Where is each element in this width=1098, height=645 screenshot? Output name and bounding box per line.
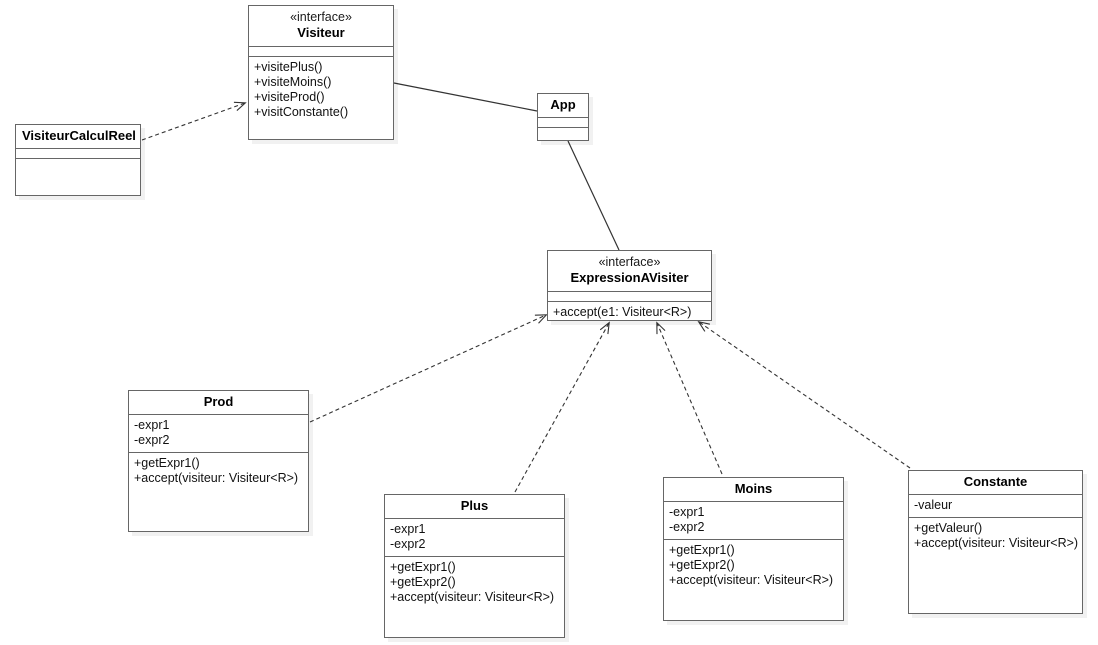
class-attributes-prod: -expr1 -expr2: [129, 414, 308, 452]
class-attributes-moins: -expr1 -expr2: [664, 501, 843, 539]
class-header-constante: Constante: [909, 471, 1082, 494]
attribute-row: -expr1: [134, 418, 170, 432]
operation-row: +visiteMoins(): [254, 75, 332, 89]
class-operations-constante: +getValeur() +accept(visiteur: Visiteur<…: [909, 517, 1082, 613]
class-stereotype: «interface»: [290, 10, 352, 24]
class-name: Constante: [963, 474, 1028, 489]
attribute-row: -expr2: [134, 433, 170, 447]
class-header-expressionavisiter: «interface» ExpressionAVisiter: [548, 251, 711, 291]
operation-row: +accept(e1: Visiteur<R>): [553, 305, 692, 319]
class-attributes-expressionavisiter: [548, 291, 711, 301]
operation-row: +getValeur(): [914, 521, 983, 535]
class-attributes-constante: -valeur: [909, 494, 1082, 517]
class-attributes-plus: -expr1 -expr2: [385, 518, 564, 556]
class-name: VisiteurCalculReel: [22, 128, 136, 143]
attribute-row: -valeur: [914, 498, 953, 512]
operation-row: +accept(visiteur: Visiteur<R>): [390, 590, 555, 604]
class-operations-expressionavisiter: +accept(e1: Visiteur<R>): [548, 301, 711, 324]
class-name: Visiteur: [297, 25, 345, 40]
class-header-visiteurcalculreel: VisiteurCalculReel: [16, 125, 140, 148]
class-name: ExpressionAVisiter: [570, 270, 689, 285]
class-box-visiteur[interactable]: «interface» Visiteur +visitePlus() +visi…: [248, 5, 394, 140]
class-name: Moins: [734, 481, 773, 496]
class-name: Plus: [460, 498, 489, 513]
class-header-moins: Moins: [664, 478, 843, 501]
class-header-app: App: [538, 94, 588, 117]
class-operations-visiteur: +visitePlus() +visiteMoins() +visiteProd…: [249, 56, 393, 139]
edge-constante-expressionavisiter: [697, 320, 911, 469]
class-attributes-visiteur: [249, 46, 393, 56]
operation-row: +accept(visiteur: Visiteur<R>): [914, 536, 1079, 550]
operation-row: +getExpr1(): [134, 456, 200, 470]
class-operations-app: [538, 127, 588, 140]
attribute-row: -expr2: [390, 537, 426, 551]
operation-row: +getExpr2(): [669, 558, 735, 572]
class-operations-moins: +getExpr1() +getExpr2() +accept(visiteur…: [664, 539, 843, 620]
class-header-visiteur: «interface» Visiteur: [249, 6, 393, 46]
attribute-row: -expr2: [669, 520, 705, 534]
class-attributes-app: [538, 117, 588, 127]
operation-row: +visitePlus(): [254, 60, 323, 74]
class-box-prod[interactable]: Prod -expr1 -expr2 +getExpr1() +accept(v…: [128, 390, 309, 532]
operation-row: +visitConstante(): [254, 105, 349, 119]
operation-row: +getExpr1(): [669, 543, 735, 557]
edge-app-expressionavisiter: [567, 140, 620, 251]
edge-moins-expressionavisiter: [656, 321, 723, 475]
class-box-constante[interactable]: Constante -valeur +getValeur() +accept(v…: [908, 470, 1083, 614]
class-box-app[interactable]: App: [537, 93, 589, 141]
class-box-plus[interactable]: Plus -expr1 -expr2 +getExpr1() +getExpr2…: [384, 494, 565, 638]
operation-row: +getExpr2(): [390, 575, 456, 589]
edge-visiteur-app: [393, 82, 538, 112]
class-name: Prod: [203, 394, 234, 409]
class-operations-prod: +getExpr1() +accept(visiteur: Visiteur<R…: [129, 452, 308, 531]
attribute-row: -expr1: [669, 505, 705, 519]
class-name: App: [550, 97, 576, 112]
class-header-plus: Plus: [385, 495, 564, 518]
operation-row: +visiteProd(): [254, 90, 325, 104]
class-operations-plus: +getExpr1() +getExpr2() +accept(visiteur…: [385, 556, 564, 637]
edge-visiteurcalculreel-visiteur: [141, 101, 247, 141]
operation-row: +getExpr1(): [390, 560, 456, 574]
class-attributes-visiteurcalculreel: [16, 148, 140, 158]
operation-row: +accept(visiteur: Visiteur<R>): [669, 573, 834, 587]
edge-prod-expressionavisiter: [309, 314, 548, 423]
class-header-prod: Prod: [129, 391, 308, 414]
operation-row: +accept(visiteur: Visiteur<R>): [134, 471, 299, 485]
class-box-expressionavisiter[interactable]: «interface» ExpressionAVisiter +accept(e…: [547, 250, 712, 321]
class-box-moins[interactable]: Moins -expr1 -expr2 +getExpr1() +getExpr…: [663, 477, 844, 621]
class-stereotype: «interface»: [598, 255, 661, 269]
attribute-row: -expr1: [390, 522, 426, 536]
edge-plus-expressionavisiter: [514, 321, 610, 493]
class-operations-visiteurcalculreel: [16, 158, 140, 195]
class-box-visiteurcalculreel[interactable]: VisiteurCalculReel: [15, 124, 141, 196]
